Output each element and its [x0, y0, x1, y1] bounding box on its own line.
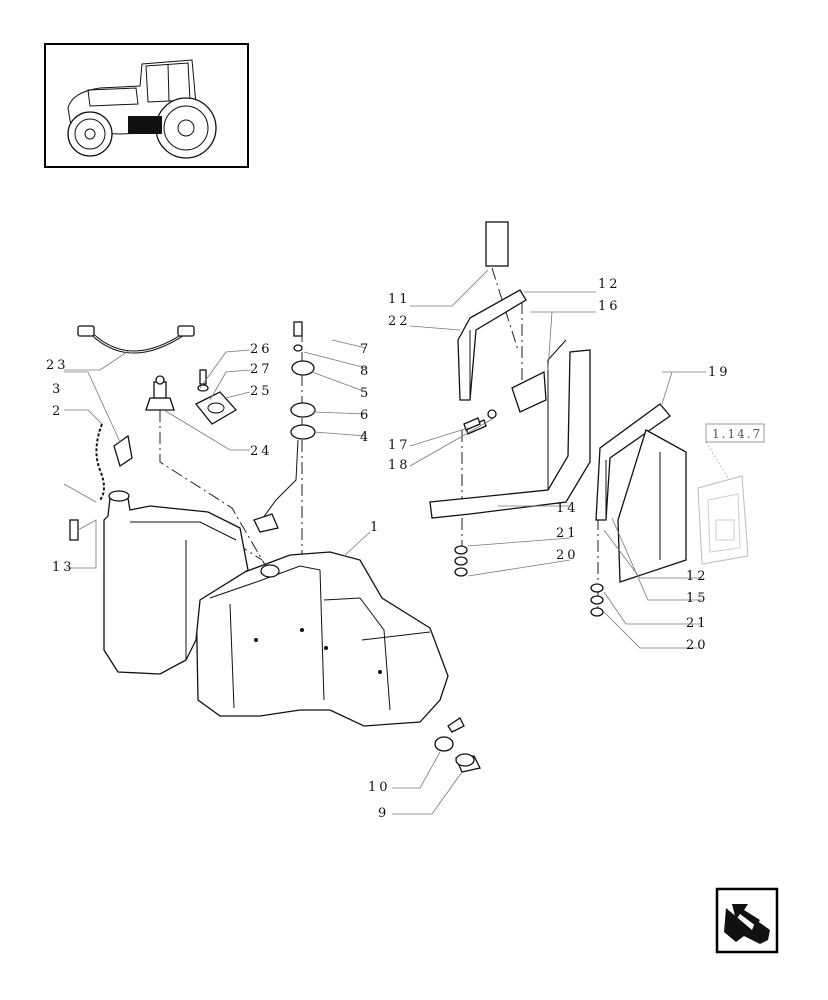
next-page-arrow-icon: [724, 904, 770, 944]
tractor-icon: [67, 59, 217, 159]
callout-26: 26: [250, 342, 273, 357]
reference-box[interactable]: 1.14.7: [705, 423, 765, 443]
callout-27: 27: [250, 362, 273, 377]
fuel-tank-secondary: [103, 490, 249, 675]
callout-10: 10: [368, 780, 391, 795]
breather-valve: [145, 375, 175, 411]
callout-19: 19: [708, 365, 731, 380]
next-page-button[interactable]: [715, 887, 779, 954]
callout-8: 8: [360, 364, 371, 379]
callout-2: 2: [52, 404, 63, 419]
cap-chain: [95, 423, 105, 501]
callout-11: 11: [388, 292, 411, 307]
rubber-pad: [485, 221, 509, 267]
callout-6: 6: [360, 408, 371, 423]
callout-25: 25: [250, 384, 273, 399]
callout-23: 23: [46, 358, 69, 373]
callout-3: 3: [52, 382, 63, 397]
callout-14: 14: [556, 501, 579, 516]
callout-13: 13: [52, 560, 75, 575]
filler-cap: [113, 434, 133, 468]
callout-9: 9: [378, 806, 389, 821]
callout-5: 5: [360, 386, 371, 401]
callout-1: 1: [370, 520, 381, 535]
drain-cock: [434, 717, 465, 752]
callout-12-top: 12: [598, 277, 621, 292]
tractor-thumbnail[interactable]: [44, 43, 249, 168]
drain-plug: [455, 753, 481, 773]
bracket-assembly-right: [590, 403, 687, 617]
fuel-tank-main: [195, 551, 449, 727]
fuel-gauge-sender: [253, 439, 299, 533]
callout-17: 17: [388, 438, 411, 453]
callout-18: 18: [388, 458, 411, 473]
callout-20-left: 20: [556, 548, 579, 563]
callout-15: 15: [686, 591, 709, 606]
callout-21-right: 21: [686, 616, 709, 631]
bracket-assembly-left: [429, 221, 591, 577]
callout-24: 24: [250, 444, 273, 459]
reference-label: 1.14.7: [712, 427, 762, 441]
reference-miniature: [697, 475, 749, 565]
callout-21-left: 21: [556, 526, 579, 541]
callout-12-right: 12: [686, 569, 709, 584]
callout-20-right: 20: [686, 638, 709, 653]
screw-26: [199, 369, 207, 385]
callout-22: 22: [388, 314, 411, 329]
callout-16: 16: [598, 299, 621, 314]
callout-4: 4: [360, 430, 371, 445]
callout-7: 7: [360, 342, 371, 357]
fuel-hose: [77, 325, 195, 354]
callout-labels: 1 2 3 4 5 6 7 8 9 10 11 12 12 13 14 15 1…: [46, 277, 731, 821]
